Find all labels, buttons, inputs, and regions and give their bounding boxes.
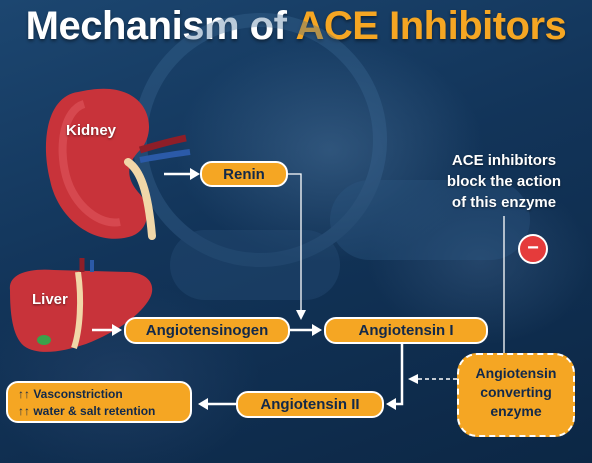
arrow-liver-angiotensinogen bbox=[92, 324, 122, 336]
kidney-icon bbox=[45, 88, 191, 240]
node-angiotensin-i: Angiotensin I bbox=[324, 317, 488, 344]
liver-label: Liver bbox=[32, 291, 68, 308]
arrow-renin-angiotensin-i bbox=[288, 173, 306, 320]
annotation-text: ACE inhibitors block the action of this … bbox=[420, 150, 588, 213]
title-highlight: ACE Inhibitors bbox=[295, 4, 567, 48]
liver-icon bbox=[9, 258, 153, 352]
title-main: Mechanism of bbox=[25, 4, 296, 48]
kidney-label: Kidney bbox=[66, 122, 117, 139]
node-angiotensinogen: Angiotensinogen bbox=[124, 317, 290, 344]
effects-box: ↑↑ Vasconstriction ↑↑ water & salt reten… bbox=[6, 381, 192, 423]
arrow-enzyme-action bbox=[408, 374, 457, 384]
block-minus-icon: − bbox=[518, 234, 548, 264]
enzyme-line-2: converting bbox=[480, 384, 552, 400]
annotation-line-3: of this enzyme bbox=[451, 194, 557, 211]
node-renin: Renin bbox=[200, 161, 288, 187]
enzyme-line-1: Angiotensin bbox=[475, 365, 557, 381]
arrow-angiotensinogen-angiotensin-i bbox=[290, 324, 322, 336]
arrow-kidney-renin bbox=[164, 168, 200, 180]
arrow-angiotensin-i-ii bbox=[386, 343, 404, 410]
enzyme-line-3: enzyme bbox=[490, 403, 542, 419]
annotation-line-2: block the action bbox=[446, 173, 562, 190]
arrow-angiotensin-ii-effects bbox=[198, 398, 236, 410]
node-angiotensin-ii: Angiotensin II bbox=[236, 391, 384, 418]
annotation-line-1: ACE inhibitors bbox=[451, 152, 557, 169]
effect-retention: ↑↑ water & salt retention bbox=[18, 404, 156, 418]
page-title: Mechanism of ACE Inhibitors bbox=[0, 4, 592, 49]
effect-vasoconstriction: ↑↑ Vasconstriction bbox=[18, 387, 123, 401]
node-ace-enzyme: Angiotensin converting enzyme bbox=[457, 353, 575, 437]
